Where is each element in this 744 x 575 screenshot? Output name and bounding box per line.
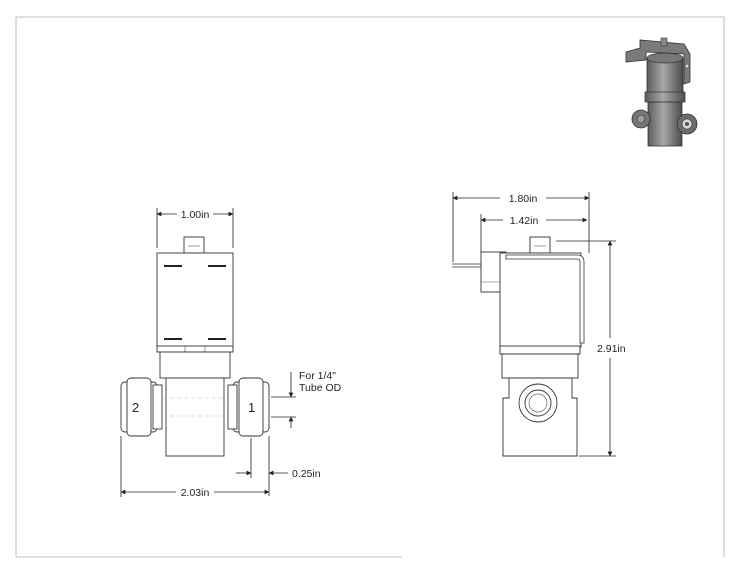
front-width-dimension: 1.00in xyxy=(156,208,234,248)
port-1-label: 1 xyxy=(248,400,255,415)
front-overall-dimension: 2.03in xyxy=(120,436,270,499)
isometric-thumbnail xyxy=(625,37,698,147)
front-top-tab xyxy=(183,236,205,254)
front-width-label: 1.00in xyxy=(181,209,210,221)
port-2-label: 2 xyxy=(132,400,139,415)
front-body xyxy=(165,377,225,457)
tube-note-line1: For 1/4" xyxy=(299,370,336,382)
tube-note-line2: Tube OD xyxy=(299,382,342,394)
side-coil xyxy=(499,252,582,348)
port-length-dimension: 0.25in xyxy=(236,436,321,496)
port-length-label: 0.25in xyxy=(292,468,321,480)
side-height-label: 2.91in xyxy=(597,343,626,355)
tube-od-dimension: For 1/4" Tube OD xyxy=(271,370,342,428)
side-inner-dimension: 1.42in xyxy=(480,214,588,252)
side-width-dimension: 1.80in xyxy=(452,192,590,262)
front-view: 2 1 xyxy=(120,236,270,457)
side-height-dimension: 2.91in xyxy=(556,240,626,457)
side-inner-label: 1.42in xyxy=(510,215,539,227)
side-view xyxy=(452,236,585,457)
sheet-border xyxy=(15,16,725,558)
front-overall-label: 2.03in xyxy=(181,487,210,499)
front-coil xyxy=(156,252,234,349)
side-width-label: 1.80in xyxy=(509,193,538,205)
